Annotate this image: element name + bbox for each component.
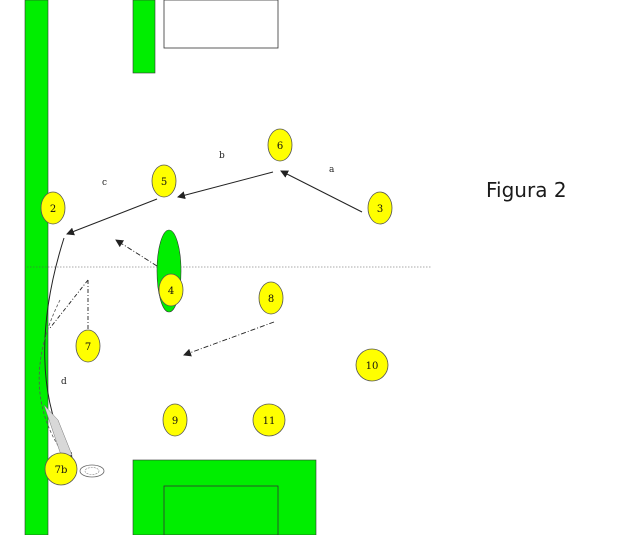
label-c: c	[102, 178, 107, 188]
label-b: b	[219, 151, 225, 161]
player-10: 10	[355, 348, 389, 382]
label-d: d	[61, 377, 67, 387]
player-7b-label: 7b	[55, 465, 68, 476]
player-4-label: 4	[168, 286, 174, 297]
player-7b: 7b	[44, 452, 78, 486]
ball-icon	[79, 464, 105, 478]
player-6-label: 6	[277, 141, 283, 152]
player-10-label: 10	[366, 361, 379, 372]
player-11: 11	[252, 403, 286, 437]
player-5-label: 5	[161, 177, 167, 188]
label-a: a	[329, 165, 335, 175]
run-8-arrow	[183, 321, 275, 357]
run-d-dashed	[38, 299, 63, 453]
touchline-strip	[24, 0, 49, 535]
top-goal-post	[132, 0, 156, 74]
player-9: 9	[162, 403, 188, 437]
player-6: 6	[267, 128, 293, 162]
run-4-arrow	[115, 239, 158, 267]
player-7: 7	[75, 329, 101, 363]
bottom-goal-box	[163, 485, 279, 535]
player-5: 5	[151, 164, 177, 198]
player-4: 4	[158, 273, 184, 307]
run-7-diagonal	[49, 279, 89, 329]
player-11-label: 11	[263, 416, 276, 427]
player-2: 2	[40, 191, 66, 225]
player-8-label: 8	[268, 294, 274, 305]
top-goal-box	[163, 0, 279, 49]
pass-c-arrow	[66, 198, 158, 236]
player-2-label: 2	[50, 204, 56, 215]
pass-b-arrow	[177, 171, 274, 200]
player-8: 8	[258, 281, 284, 315]
shade-wedge	[43, 404, 73, 459]
player-7-label: 7	[85, 342, 91, 353]
figure-caption: Figura 2	[486, 178, 567, 202]
player-9-label: 9	[172, 416, 178, 427]
pass-a-arrow	[280, 170, 363, 213]
player-3-label: 3	[377, 204, 383, 215]
player-3: 3	[367, 191, 393, 225]
